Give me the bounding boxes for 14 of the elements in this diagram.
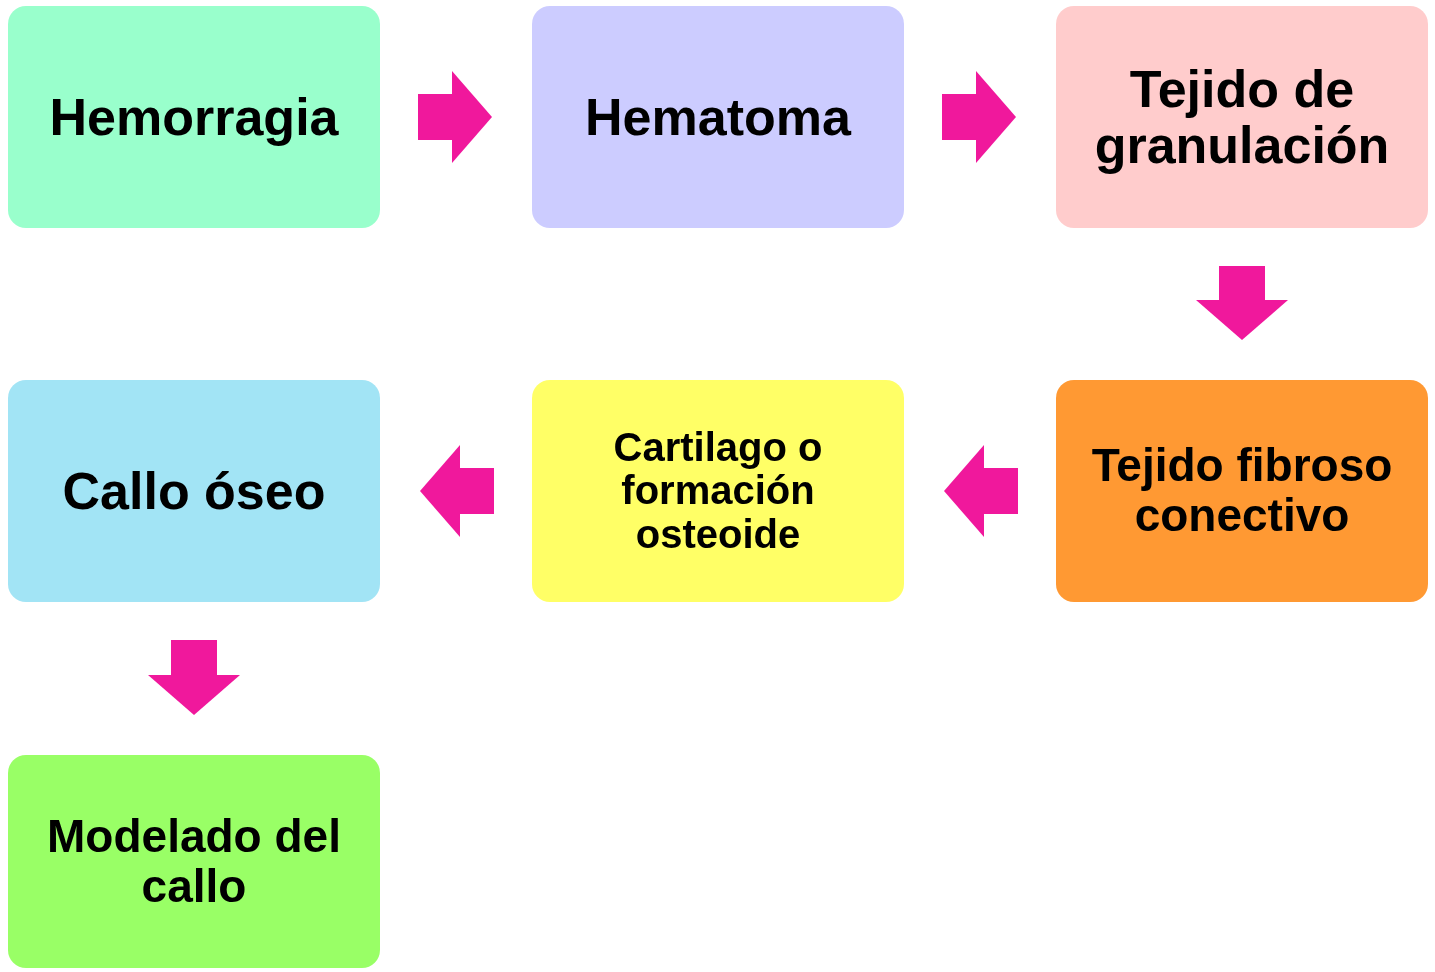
box-label: Cartilago o formación osteoide [612, 426, 824, 556]
box-label: Tejido fibroso conectivo [1090, 441, 1394, 541]
process-box [8, 6, 380, 228]
process-box [532, 6, 904, 228]
process-box [8, 380, 380, 602]
process-box [8, 755, 380, 968]
box-label: Tejido de granulación [1093, 60, 1391, 174]
box-label: Hematoma [585, 88, 851, 146]
process-box [532, 380, 904, 602]
process-box [1056, 6, 1428, 228]
box-label: Hemorragia [49, 88, 339, 146]
box-label: Modelado del callo [46, 811, 342, 912]
box-label: Callo óseo [62, 462, 326, 520]
process-box [1056, 380, 1428, 602]
